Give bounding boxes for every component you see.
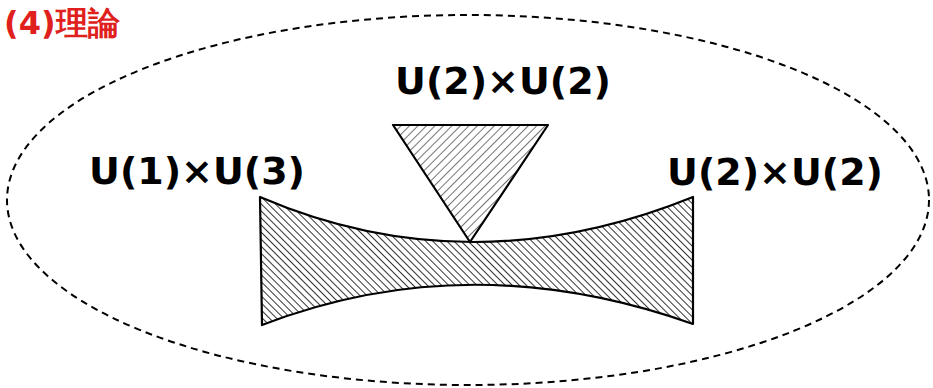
dashed-ellipse [7, 15, 929, 385]
section-title: (4)理論 [4, 2, 120, 46]
symmetry-label: U(1)×U(3) [89, 149, 305, 193]
hatched-triangle [393, 125, 548, 242]
symmetry-label: U(2)×U(2) [395, 59, 611, 103]
symmetry-label: U(2)×U(2) [667, 150, 883, 194]
